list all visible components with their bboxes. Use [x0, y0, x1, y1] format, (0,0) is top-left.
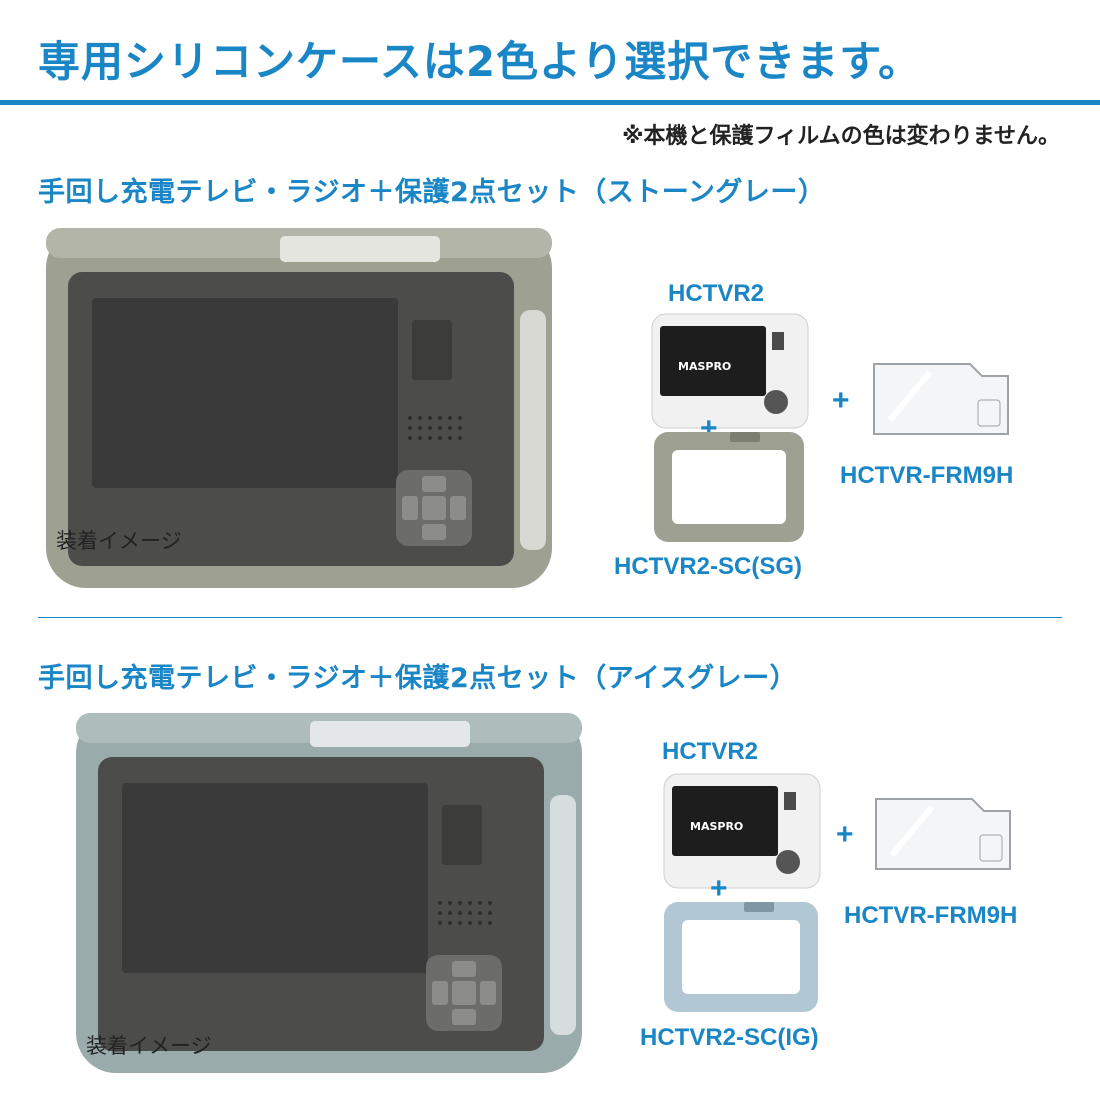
- fitted-device-image-stone-grey: [40, 220, 560, 600]
- section-divider: [38, 617, 1062, 618]
- silicone-case-thumbnail-stone-grey: [650, 428, 808, 546]
- silicone-case-thumbnail-ice-grey: [660, 898, 822, 1016]
- case-code-label: HCTVR2-SC(IG): [640, 1024, 819, 1051]
- plus-sign: +: [832, 384, 850, 417]
- color-note: ※本機と保護フィルムの色は変わりません。: [622, 124, 1060, 149]
- protective-film-icon: [872, 795, 1014, 873]
- brand-logo: MASPRO: [690, 820, 743, 833]
- hctvr2-device-thumbnail: MASPRO: [662, 772, 822, 890]
- hctvr2-device-thumbnail: MASPRO: [650, 312, 810, 430]
- brand-logo: MASPRO: [678, 360, 731, 373]
- section-title-stone-grey: 手回し充電テレビ・ラジオ＋保護2点セット（ストーングレー）: [38, 177, 826, 208]
- fitted-image-caption: 装着イメージ: [56, 529, 182, 553]
- section-title-ice-grey: 手回し充電テレビ・ラジオ＋保護2点セット（アイスグレー）: [38, 663, 798, 694]
- protective-film-icon: [870, 360, 1012, 438]
- plus-sign: +: [710, 872, 728, 905]
- plus-sign: +: [836, 818, 854, 851]
- device-code-label: HCTVR2: [662, 738, 759, 765]
- fitted-image-caption: 装着イメージ: [86, 1034, 212, 1058]
- film-code-label: HCTVR-FRM9H: [844, 902, 1018, 929]
- case-code-label: HCTVR2-SC(SG): [614, 553, 803, 580]
- page-title: 専用シリコンケースは2色より選択できます。: [38, 37, 922, 86]
- device-code-label: HCTVR2: [668, 280, 765, 307]
- film-code-label: HCTVR-FRM9H: [840, 462, 1014, 489]
- title-underline: [0, 100, 1100, 105]
- fitted-device-image-ice-grey: [70, 705, 590, 1085]
